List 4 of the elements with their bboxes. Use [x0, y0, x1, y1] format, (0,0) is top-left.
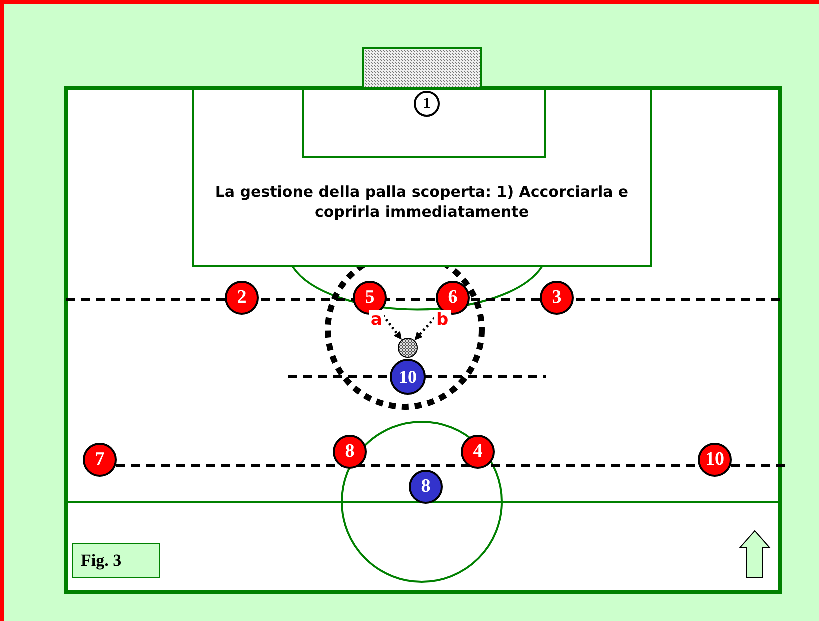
goalkeeper-marker: 1: [414, 91, 440, 117]
caption-text: La gestione della palla scoperta: 1) Accorciarla e coprirla immediatamente: [214, 182, 630, 222]
penalty-area: [192, 88, 652, 267]
figure-label: Fig. 3: [72, 543, 160, 578]
